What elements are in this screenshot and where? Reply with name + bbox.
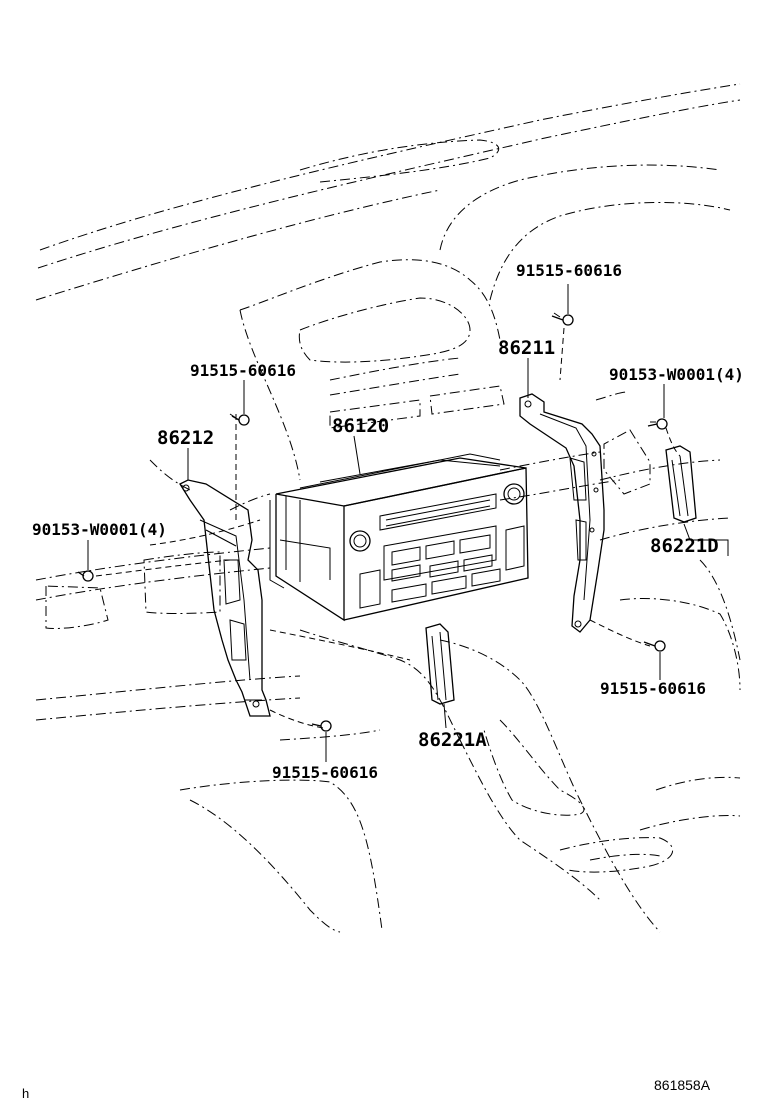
callout-bolt-bottom-right: 91515-60616 [600, 679, 706, 698]
callout-screw-left: 90153-W0001(4) [32, 520, 167, 539]
bolt-bottom-right-icon [643, 640, 666, 652]
callout-bracket-left: 86212 [157, 427, 214, 449]
left-mounting-bracket [179, 479, 271, 717]
callout-trim-right: 86221D [650, 535, 719, 557]
callout-radio-unit: 86120 [332, 415, 389, 437]
center-trim-strip [425, 623, 455, 705]
callout-bracket-right: 86211 [498, 337, 555, 359]
callout-bolt-top-right: 91515-60616 [516, 261, 622, 280]
radio-receiver-unit [269, 453, 529, 622]
screw-left-icon [77, 570, 94, 582]
corner-mark: h [22, 1086, 29, 1101]
callout-bolt-top-left: 91515-60616 [190, 361, 296, 380]
callout-screw-right: 90153-W0001(4) [609, 365, 744, 384]
leader-lines [87, 284, 729, 762]
diagram-reference-code: 861858A [654, 1077, 711, 1093]
callout-bolt-bottom-left: 91515-60616 [272, 763, 378, 782]
callout-trim-center: 86221A [418, 729, 487, 751]
right-mounting-bracket [519, 393, 605, 633]
bolt-top-right-icon [551, 312, 574, 326]
screw-right-icon [647, 418, 668, 430]
bolt-top-left-icon [229, 413, 250, 426]
dashboard-outline [35, 83, 741, 933]
right-trim-strip [665, 445, 697, 523]
bolt-bottom-left-icon [311, 720, 332, 732]
